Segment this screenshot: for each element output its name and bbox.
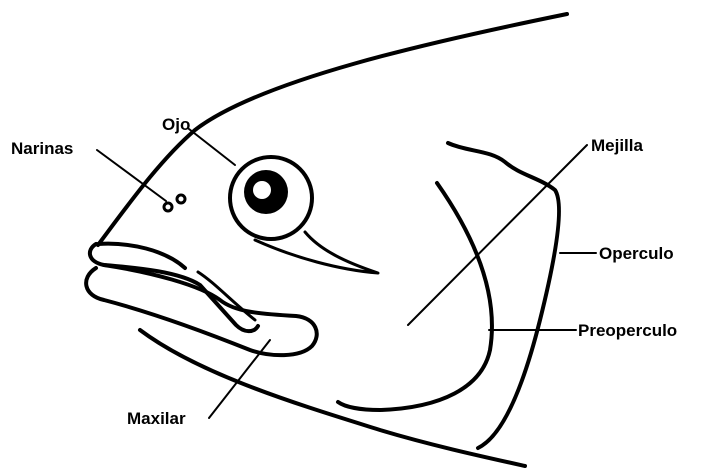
operculo-label: Operculo (599, 244, 674, 263)
maxilar-leader (209, 340, 270, 418)
ventral-profile (140, 330, 525, 466)
maxilar-label: Maxilar (127, 409, 186, 428)
narinas-leader (97, 150, 166, 201)
nostril-back (177, 195, 185, 203)
narinas-label: Narinas (11, 139, 73, 158)
eye-highlight (253, 181, 271, 199)
nostril-front (164, 203, 172, 211)
preoperculo-label: Preoperculo (578, 321, 677, 340)
preopercle-edge (338, 183, 492, 410)
ojo-leader (189, 129, 235, 165)
mejilla-leader (408, 145, 587, 325)
lower-jaw (86, 265, 317, 355)
upper-lip (90, 244, 258, 331)
mejilla-label: Mejilla (591, 136, 644, 155)
ojo-label: Ojo (162, 115, 190, 134)
